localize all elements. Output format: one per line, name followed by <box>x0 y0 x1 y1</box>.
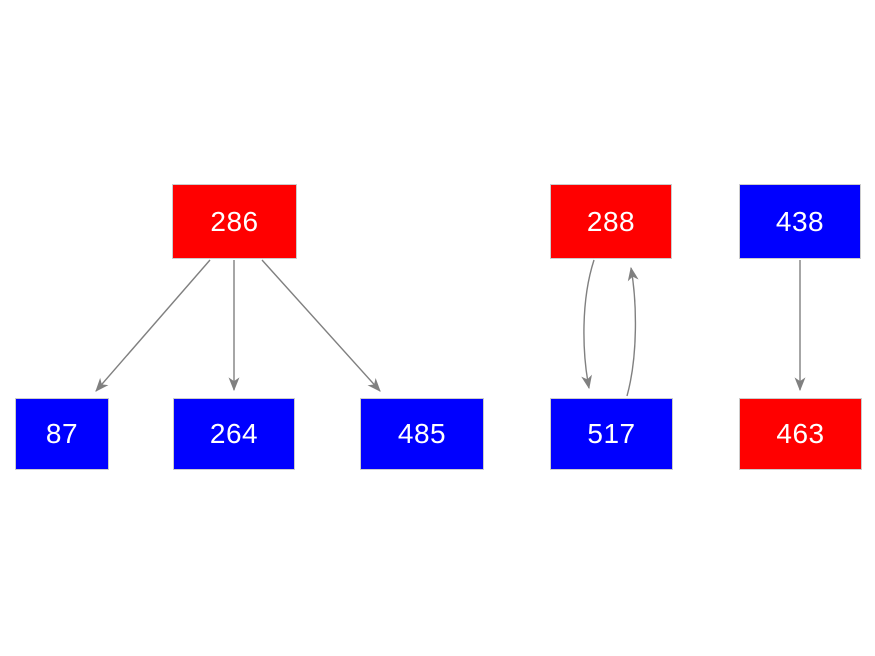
edge-286-to-87 <box>95 259 211 392</box>
node-label: 463 <box>776 418 825 449</box>
node-label: 517 <box>587 418 636 449</box>
edge-286-to-485 <box>261 259 381 392</box>
node-label: 288 <box>586 205 636 237</box>
node-288[interactable]: 288 <box>550 184 672 259</box>
edge-288-to-517 <box>581 259 595 390</box>
node-438[interactable]: 438 <box>739 184 861 259</box>
node-485[interactable]: 485 <box>360 398 484 470</box>
node-517[interactable]: 517 <box>550 398 673 470</box>
node-label: 264 <box>209 418 259 449</box>
node-label: 87 <box>45 418 79 449</box>
node-87[interactable]: 87 <box>15 398 109 470</box>
node-label: 485 <box>397 418 447 449</box>
edge-517-to-288 <box>626 266 639 397</box>
node-264[interactable]: 264 <box>173 398 295 470</box>
node-label: 286 <box>210 205 259 237</box>
node-label: 438 <box>775 205 825 237</box>
node-286[interactable]: 286 <box>172 184 297 259</box>
node-463[interactable]: 463 <box>739 398 862 470</box>
